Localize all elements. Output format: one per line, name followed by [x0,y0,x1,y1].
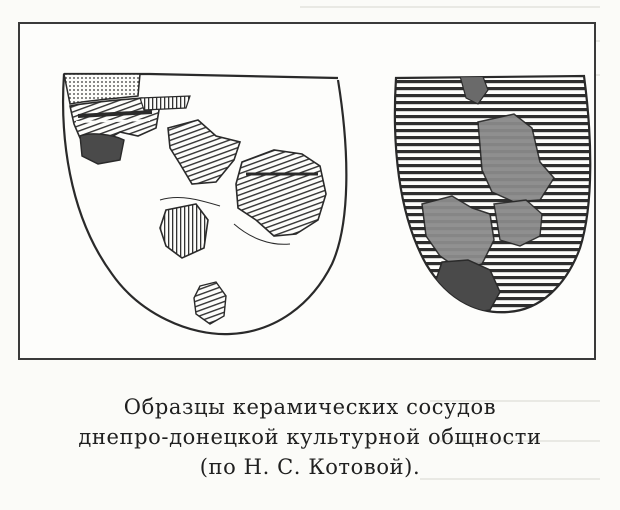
striped-ceramic-vessel-icon [393,74,592,314]
figure-caption: Образцы керамических сосудов днепро-доне… [0,392,620,482]
caption-line-2: днепро-донецкой культурной общности [78,425,542,449]
caption-line-1: Образцы керамических сосудов [123,395,497,419]
caption-line-3: (по Н. С. Котовой). [199,455,421,479]
figure-frame [18,22,596,360]
ceramic-vessel-reconstruction-icon [61,72,348,336]
